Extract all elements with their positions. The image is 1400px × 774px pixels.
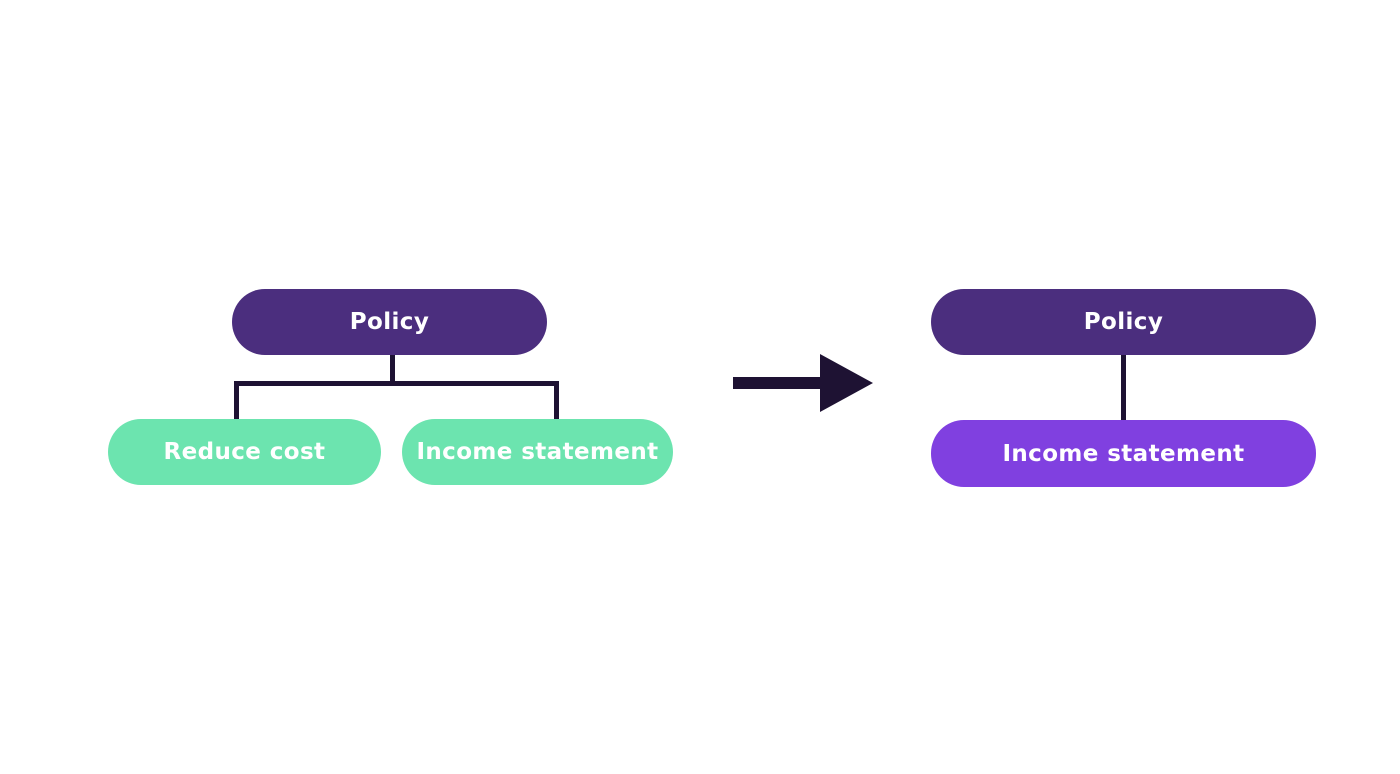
right-tree-stem-line xyxy=(1121,355,1126,421)
left-tree-root-node-policy: Policy xyxy=(232,289,547,355)
node-label: Policy xyxy=(1083,309,1164,335)
node-label: Income statement xyxy=(416,439,659,465)
left-tree-horizontal-line xyxy=(234,381,559,386)
node-label: Policy xyxy=(349,309,430,335)
left-tree-right-drop-line xyxy=(554,381,559,421)
right-tree-child-node-income-statement: Income statement xyxy=(931,420,1316,487)
right-tree-root-node-policy: Policy xyxy=(931,289,1316,355)
left-tree-left-drop-line xyxy=(234,381,239,421)
left-tree-child-node-income-statement: Income statement xyxy=(402,419,673,485)
right-arrow-icon xyxy=(733,354,873,412)
left-tree-child-node-reduce-cost: Reduce cost xyxy=(108,419,381,485)
node-label: Reduce cost xyxy=(163,439,326,465)
left-tree-root-stem-line xyxy=(390,355,395,385)
node-label: Income statement xyxy=(1002,440,1245,467)
transform-arrow xyxy=(730,350,880,416)
